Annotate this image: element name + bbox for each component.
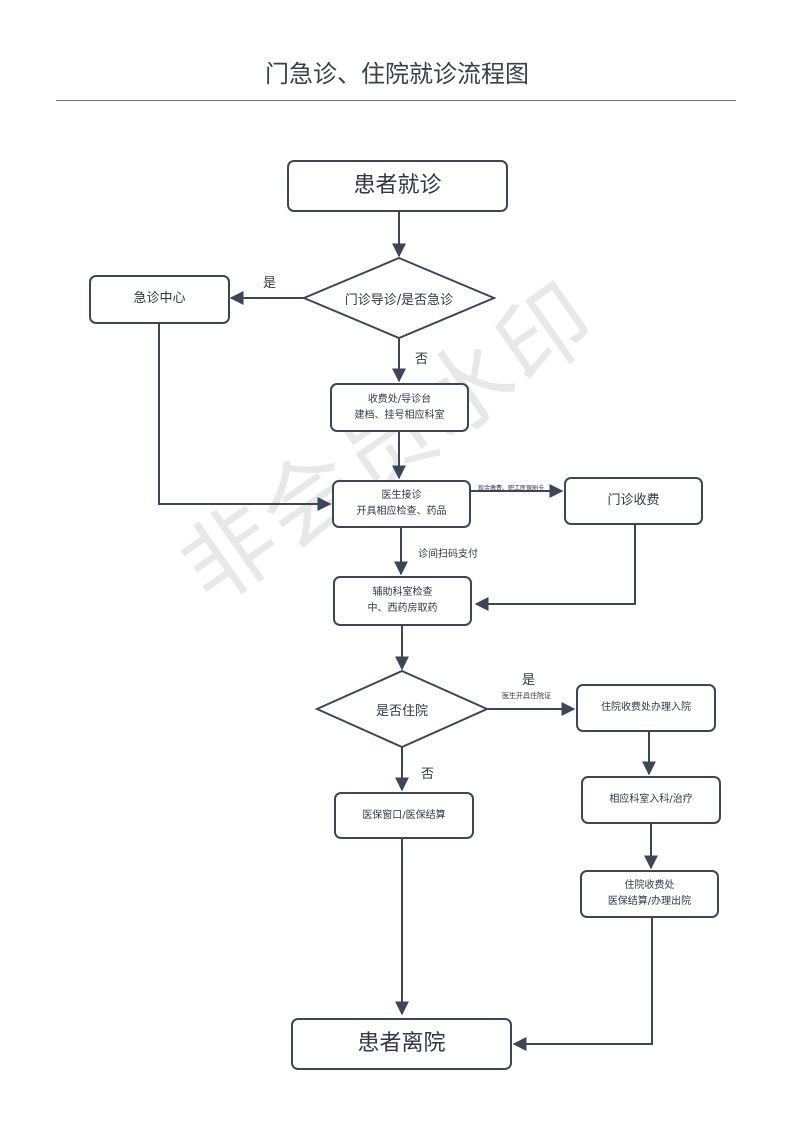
label-cash-note: 现金缴费、职工医保刷卡 bbox=[478, 485, 545, 492]
page-title: 门急诊、住院就诊流程图 bbox=[265, 60, 529, 88]
title-divider bbox=[56, 100, 736, 101]
arrow-fee-auxiliary bbox=[474, 525, 636, 611]
node-doctor: 医生接诊 开具相应检查、药品 bbox=[332, 480, 471, 528]
arrow-inpatient-end bbox=[512, 918, 653, 1051]
label-scan-note: 诊间扫码支付 bbox=[418, 549, 478, 560]
node-admission-question: 是否住院 bbox=[375, 703, 428, 719]
node-ward: 相应科室入科/治疗 bbox=[581, 776, 721, 824]
arrow-emergency-doctor bbox=[158, 324, 332, 511]
label-no-emergency: 否 bbox=[415, 352, 429, 367]
node-start: 患者就诊 bbox=[287, 160, 508, 212]
node-outpatient-fee: 门诊收费 bbox=[564, 477, 703, 525]
label-certificate-note: 医生开具住院证 bbox=[502, 692, 551, 700]
node-inpatient-fee: 住院收费处 医保结算/办理出院 bbox=[580, 870, 719, 918]
node-admission-office: 住院收费处办理入院 bbox=[576, 684, 716, 732]
node-emergency: 急诊中心 bbox=[89, 275, 230, 324]
node-registration: 收费处/导诊台 建档、挂号相应科室 bbox=[330, 383, 469, 432]
label-yes-admission: 是 bbox=[522, 673, 536, 688]
node-auxiliary: 辅助科室检查 中、西药房取药 bbox=[333, 576, 472, 626]
label-yes-emergency: 是 bbox=[263, 276, 277, 291]
node-end: 患者离院 bbox=[291, 1018, 512, 1070]
node-insurance-window: 医保窗口/医保结算 bbox=[334, 792, 474, 839]
label-no-admission: 否 bbox=[421, 767, 435, 782]
node-triage: 门诊导诊/是否急诊 bbox=[344, 292, 454, 308]
